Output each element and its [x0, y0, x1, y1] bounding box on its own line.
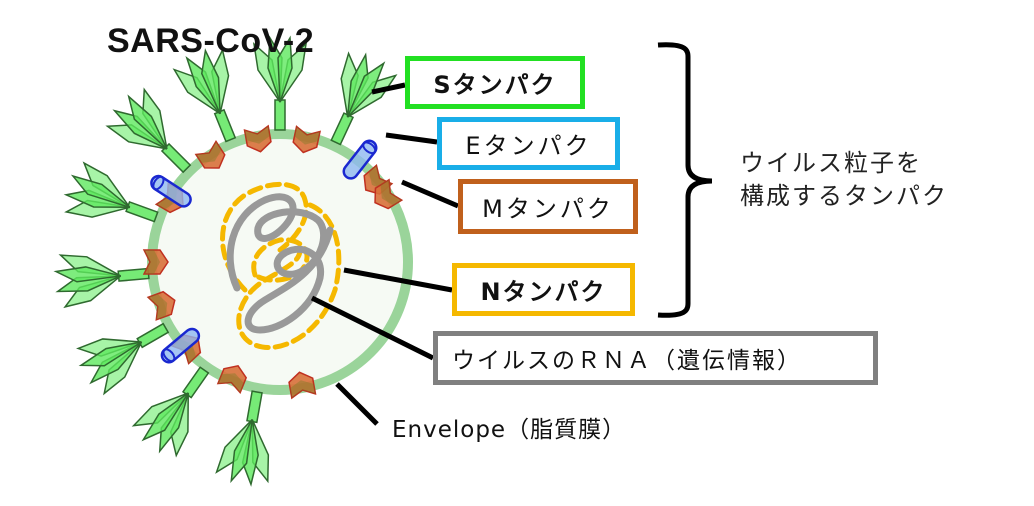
e-protein-text: Eタンパク	[465, 132, 592, 160]
m-leader-line	[401, 179, 459, 209]
group-label-line1: ウイルス粒子を	[740, 149, 922, 177]
envelope-leader-line	[335, 382, 379, 426]
n-leader-line	[343, 267, 453, 293]
m-protein-text: Mタンパク	[482, 195, 614, 223]
e-protein-label: Eタンパク	[437, 117, 620, 170]
s-protein-spike	[59, 160, 166, 243]
rna-strand	[226, 193, 334, 334]
n-protein-outline	[220, 181, 342, 351]
m-protein-label: Mタンパク	[458, 179, 638, 234]
e-leader-line	[385, 132, 438, 145]
envelope-label: Envelope（脂質膜）	[392, 417, 627, 443]
group-label-line2: 構成するタンパク	[740, 182, 948, 210]
n-protein-text: Nタンパク	[480, 278, 607, 306]
leader-lines	[310, 82, 459, 426]
s-protein-spike	[214, 386, 284, 488]
page-title: SARS-CoV-2	[107, 22, 315, 60]
rna-label: ウイルスのＲＮＡ（遺伝情報）	[433, 331, 878, 385]
grouping-brace	[657, 42, 713, 318]
s-protein-spike	[53, 246, 152, 309]
n-protein-label: Nタンパク	[452, 263, 635, 316]
rna-text: ウイルスのＲＮＡ（遺伝情報）	[452, 348, 802, 374]
s-protein-text: Sタンパク	[433, 71, 557, 99]
s-leader-line	[371, 82, 406, 95]
s-protein-label: Sタンパク	[405, 56, 585, 109]
rna-leader-line	[310, 295, 435, 361]
group-label: ウイルス粒子を 構成するタンパク	[740, 147, 948, 213]
